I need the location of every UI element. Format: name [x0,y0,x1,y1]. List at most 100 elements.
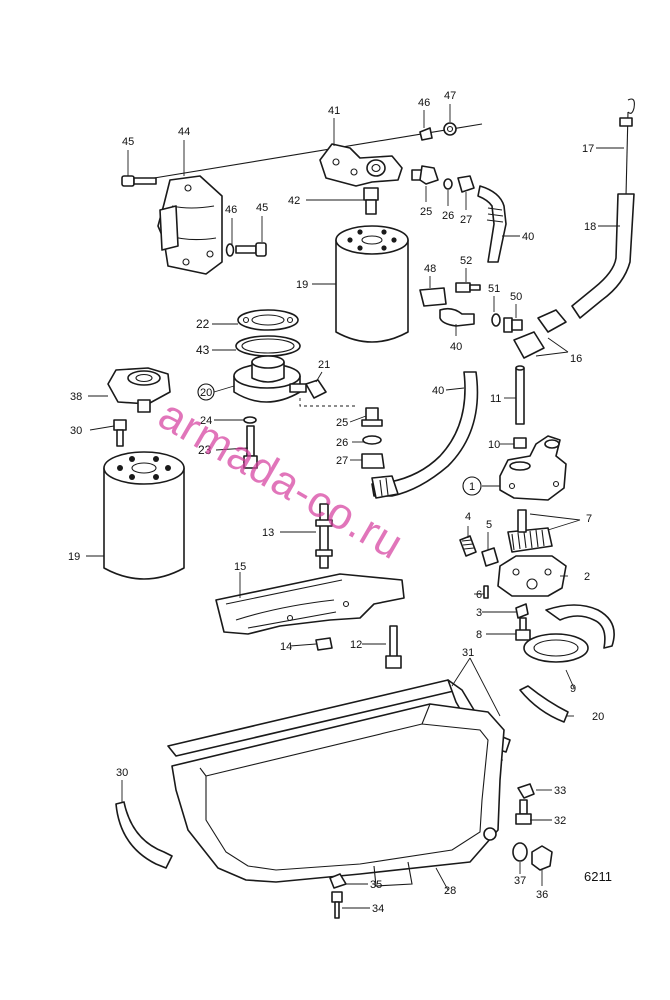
callout-43: 43 [196,343,210,357]
callout-12: 12 [350,639,362,651]
part-20-seal-right [519,685,569,723]
callout-46: 46 [418,97,430,109]
callout-15: 15 [234,561,246,573]
callout-18: 18 [584,221,596,233]
callout-4: 4 [465,511,471,523]
part-45-bolt [121,175,157,187]
callout-34: 34 [372,903,384,915]
part-24-washer [243,416,257,424]
callout-45: 45 [256,202,268,214]
callout-26: 26 [442,210,454,222]
callout-40: 40 [522,231,534,243]
part-22-gasket [237,309,299,331]
part-5-plunger [481,547,499,567]
part-1-pump-housing [499,435,567,501]
part-46-washer-top [419,127,433,141]
callout-13: 13 [262,527,274,539]
callout-27: 27 [460,214,472,226]
leader-lines [86,104,624,909]
part-25-union [411,165,439,185]
part-21-plug [289,379,327,399]
part-12-bolt [385,625,402,669]
part-19-oil-filter-lower [103,451,185,580]
part-32-bolt [515,799,532,825]
part-18-dipstick-tube [513,193,635,359]
part-13-stud [315,503,333,569]
part-15-windage-tray [215,573,405,635]
callout-2: 2 [584,571,590,583]
part-2-pump-cover [497,555,567,597]
part-41-adapter [319,143,403,187]
callout-25: 25 [336,417,348,429]
callout-1-circle [462,476,482,496]
callout-32: 32 [554,815,566,827]
callout-47: 47 [444,90,456,102]
callout-25: 25 [420,206,432,218]
part-33-clip [517,783,535,799]
callout-7: 7 [586,513,592,525]
callout-20: 20 [592,711,604,723]
callout-50: 50 [510,291,522,303]
part-11-drive-shaft [515,365,525,425]
callout-46: 46 [225,204,237,216]
part-17-dipstick [619,98,635,197]
part-10-bushing [513,437,527,449]
callout-52: 52 [460,255,472,267]
callout-44: 44 [178,126,190,138]
part-19-oil-filter-upper [335,225,409,343]
callout-labels: 45 44 46 45 41 46 47 17 42 25 26 27 40 1… [68,90,604,915]
callout-37: 37 [514,875,526,887]
part-14-nut [315,637,333,651]
callout-14: 14 [280,641,292,653]
part-51-washer [491,313,501,327]
callout-41: 41 [328,105,340,117]
callout-23: 23 [198,443,212,457]
part-23-bolt [243,425,258,469]
part-4-spring [459,535,477,557]
part-30-bolt [113,419,127,447]
part-48-clamp [419,287,475,327]
callout-16: 16 [570,353,582,365]
callout-24: 24 [200,415,212,427]
callout-48: 48 [424,263,436,275]
part-37-washer [512,842,528,862]
part-27-nut [457,175,475,193]
callout-22: 22 [196,317,210,331]
part-38-adapter [107,367,171,413]
part-43-seal-ring [235,335,301,357]
part-26-washer-mid [362,435,382,445]
part-52-bolt [455,282,481,293]
part-27-nut-mid [361,453,385,469]
callout-31: 31 [462,647,474,659]
callout-21: 21 [318,359,330,371]
part-3-washer [515,603,529,619]
part-7-pump-gears [507,509,553,553]
callout-27: 27 [336,455,348,467]
callout-20: 20 [200,387,212,399]
callout-42: 42 [288,195,300,207]
part-34-bolt [331,891,343,919]
part-42-nipple [363,187,379,215]
part-25-union-mid [361,407,383,427]
part-45-bolt-2 [235,242,267,257]
part-36-drain-plug [531,845,553,871]
part-40-hose-mid [371,371,479,499]
part-20-filter-head [233,355,301,403]
callout-6: 6 [476,589,482,601]
callout-38: 38 [70,391,82,403]
callout-26: 26 [336,437,348,449]
part-6-pin [483,585,489,599]
part-47-nut [443,122,457,136]
callout-17: 17 [582,143,594,155]
leader-dashed [299,398,356,407]
callout-19: 19 [68,551,80,563]
callout-19: 19 [296,279,308,291]
callout-40: 40 [450,341,462,353]
callout-10: 10 [488,439,500,451]
callout-36: 36 [536,889,548,901]
part-46-washer [225,243,235,257]
part-50-bolt [503,317,523,333]
part-28-oil-sump [171,703,505,887]
part-26-ring [443,178,453,190]
part-8-bolt [515,617,531,641]
